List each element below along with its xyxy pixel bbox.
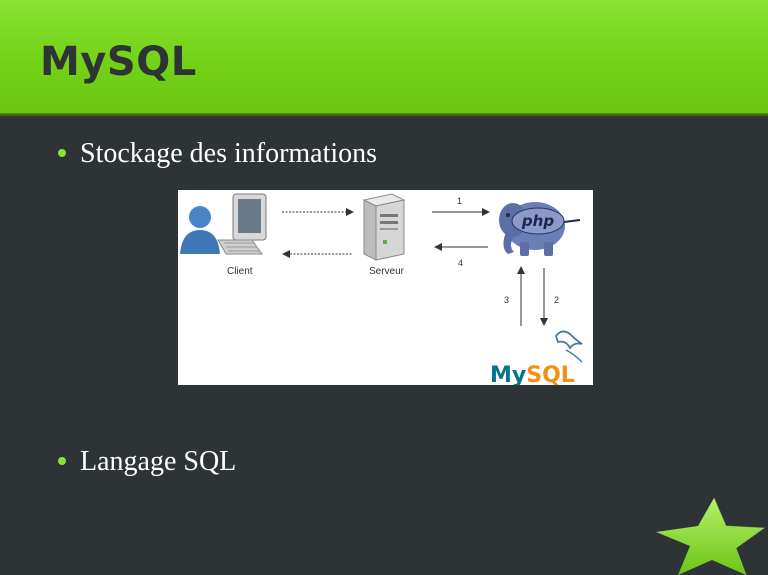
arrow-1-label: 1	[457, 196, 462, 206]
mysql-logo: MySQL	[490, 363, 575, 385]
bullet-text: Stockage des informations	[80, 138, 378, 169]
header-divider	[0, 113, 768, 117]
client-user-icon	[180, 206, 220, 254]
client-label: Client	[227, 266, 253, 277]
slide-title: MySQL	[40, 39, 197, 85]
architecture-diagram: Client Serveur 1	[178, 190, 593, 385]
bullet-dot-icon	[58, 456, 66, 465]
arrow-3-label: 3	[504, 295, 509, 305]
mysql-logo-my: My	[490, 363, 526, 385]
mysql-dolphin-icon	[554, 330, 583, 363]
slide-header	[0, 0, 768, 113]
client-computer-icon	[217, 193, 267, 255]
server-icon	[362, 193, 406, 261]
php-elephant-icon: php	[499, 202, 581, 256]
bullet-text: Langage SQL	[80, 446, 237, 477]
arrow-1	[432, 208, 490, 216]
bullet-item: Stockage des informations	[58, 137, 377, 171]
arrow-4	[434, 243, 488, 251]
mysql-logo-sql: SQL	[526, 363, 575, 385]
request-arrow	[282, 208, 354, 216]
arrow-2-label: 2	[554, 295, 559, 305]
bullet-item: Langage SQL	[58, 445, 236, 479]
bullet-dot-icon	[58, 148, 66, 157]
server-label: Serveur	[369, 266, 405, 277]
arrow-2	[540, 268, 548, 326]
star-decoration-icon	[656, 497, 766, 575]
response-arrow	[282, 250, 352, 258]
arrow-3	[517, 266, 525, 326]
php-logo-text: php	[521, 212, 554, 230]
arrow-4-label: 4	[458, 258, 463, 268]
